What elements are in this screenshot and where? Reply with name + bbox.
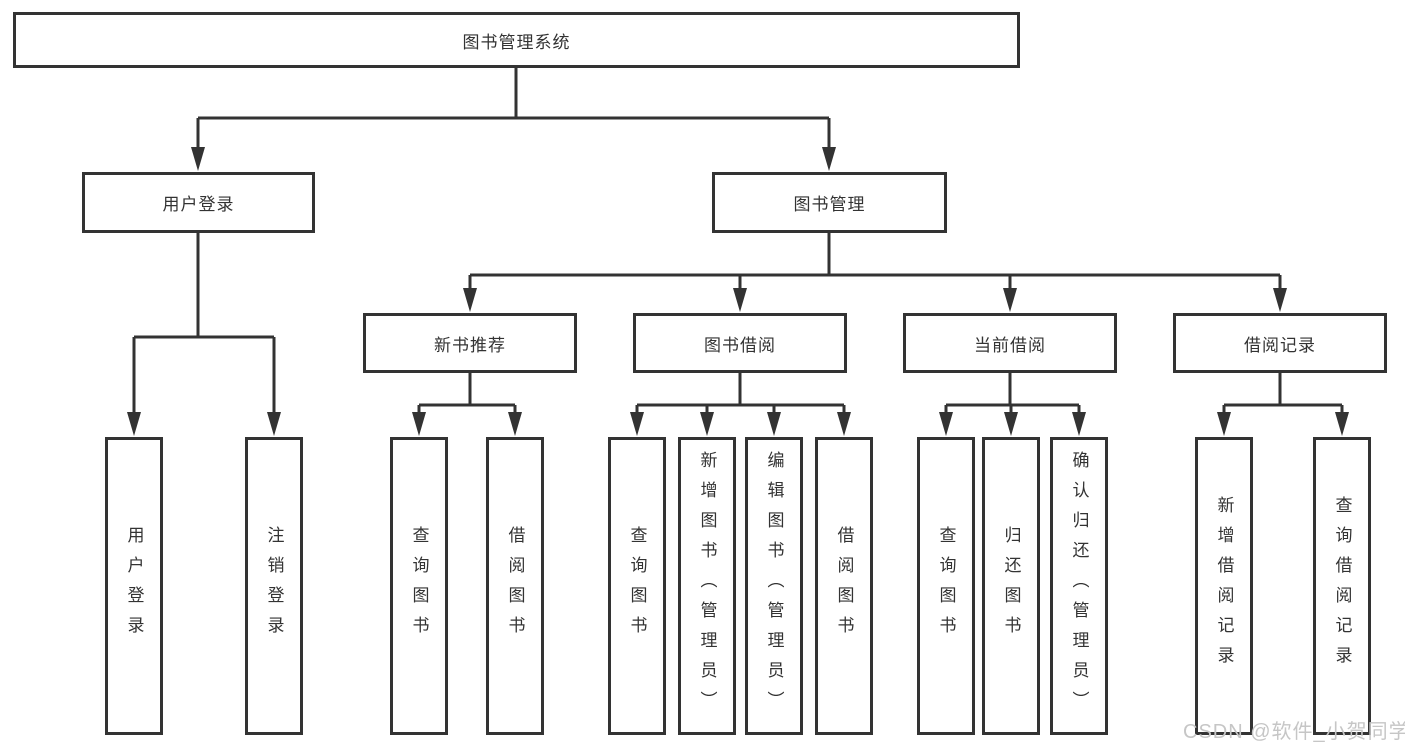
node-label: 借阅记录 — [1244, 335, 1316, 355]
leaf-add-books-admin: 新增图书（管理员） — [678, 437, 736, 735]
leaf-user-login: 用户登录 — [105, 437, 163, 735]
node-label: 确认归还（管理员） — [1069, 451, 1089, 721]
node-book-management: 图书管理 — [712, 172, 947, 233]
node-user-login: 用户登录 — [82, 172, 315, 233]
node-label: 新书推荐 — [434, 335, 506, 355]
node-library-management-system: 图书管理系统 — [13, 12, 1020, 68]
node-borrow-records: 借阅记录 — [1173, 313, 1387, 373]
node-label: 借阅图书 — [834, 526, 854, 646]
node-label: 查询图书 — [627, 526, 647, 646]
node-book-borrow: 图书借阅 — [633, 313, 847, 373]
leaf-borrow-books-recommend: 借阅图书 — [486, 437, 544, 735]
leaf-query-books-current: 查询图书 — [917, 437, 975, 735]
csdn-watermark: CSDN @软件_小贺同学 — [1183, 721, 1405, 743]
node-new-book-recommend: 新书推荐 — [363, 313, 577, 373]
node-label: 图书管理 — [793, 195, 866, 214]
leaf-borrow-books: 借阅图书 — [815, 437, 873, 735]
node-label: 查询图书 — [409, 526, 429, 646]
leaf-return-books: 归还图书 — [982, 437, 1040, 735]
arrowheads — [127, 147, 1349, 436]
node-label: 查询图书 — [936, 526, 956, 646]
node-label: 查询借阅记录 — [1332, 496, 1352, 676]
leaf-confirm-return-admin: 确认归还（管理员） — [1050, 437, 1108, 735]
leaf-logout: 注销登录 — [245, 437, 303, 735]
node-label: 借阅图书 — [505, 526, 525, 646]
node-current-borrow: 当前借阅 — [903, 313, 1117, 373]
node-label: 编辑图书（管理员） — [764, 451, 784, 721]
leaf-query-books-recommend: 查询图书 — [390, 437, 448, 735]
leaf-edit-books-admin: 编辑图书（管理员） — [745, 437, 803, 735]
node-label: 新增图书（管理员） — [697, 451, 717, 721]
node-label: 当前借阅 — [974, 335, 1046, 355]
node-label: 新增借阅记录 — [1214, 496, 1234, 676]
node-label: 用户登录 — [124, 526, 144, 646]
leaf-add-borrow-record: 新增借阅记录 — [1195, 437, 1253, 735]
node-label: 用户登录 — [162, 195, 235, 214]
leaf-query-borrow-record: 查询借阅记录 — [1313, 437, 1371, 735]
node-label: 归还图书 — [1001, 526, 1021, 646]
node-label: 注销登录 — [264, 526, 284, 646]
leaf-query-books-borrow: 查询图书 — [608, 437, 666, 735]
node-label: 图书借阅 — [704, 335, 776, 355]
node-label: 图书管理系统 — [462, 32, 571, 52]
